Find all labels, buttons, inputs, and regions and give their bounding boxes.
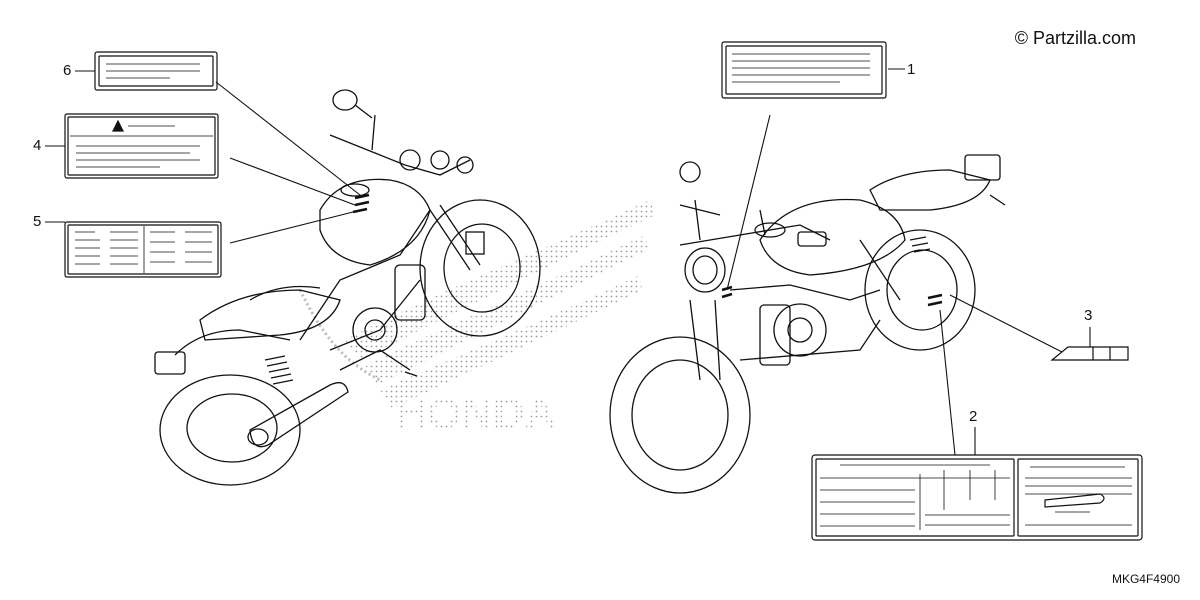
label-6-sticker	[94, 51, 218, 91]
leader-lines	[45, 68, 1091, 456]
label-2-info-sticker	[811, 454, 1143, 541]
callout-2[interactable]: 2	[969, 408, 978, 425]
callout-3[interactable]: 3	[1084, 307, 1093, 324]
motorcycle-front-view	[609, 154, 1006, 494]
copyright-watermark: © Partzilla.com	[1014, 28, 1136, 48]
callout-4[interactable]: 4	[33, 137, 42, 154]
diagram-code: MKG4F4900	[1111, 572, 1180, 586]
motorcycle-rear-view	[154, 89, 541, 486]
label-4-warning-sticker	[64, 113, 219, 179]
label-5-info-sticker	[64, 221, 222, 278]
honda-wing-logo: HONDA	[298, 200, 655, 438]
label-3-sticker	[1050, 346, 1129, 361]
label-1-sticker	[721, 41, 887, 99]
callout-1[interactable]: 1	[907, 61, 916, 78]
callout-6[interactable]: 6	[63, 62, 72, 79]
honda-wordmark: HONDA	[395, 389, 556, 438]
callout-5[interactable]: 5	[33, 213, 42, 230]
